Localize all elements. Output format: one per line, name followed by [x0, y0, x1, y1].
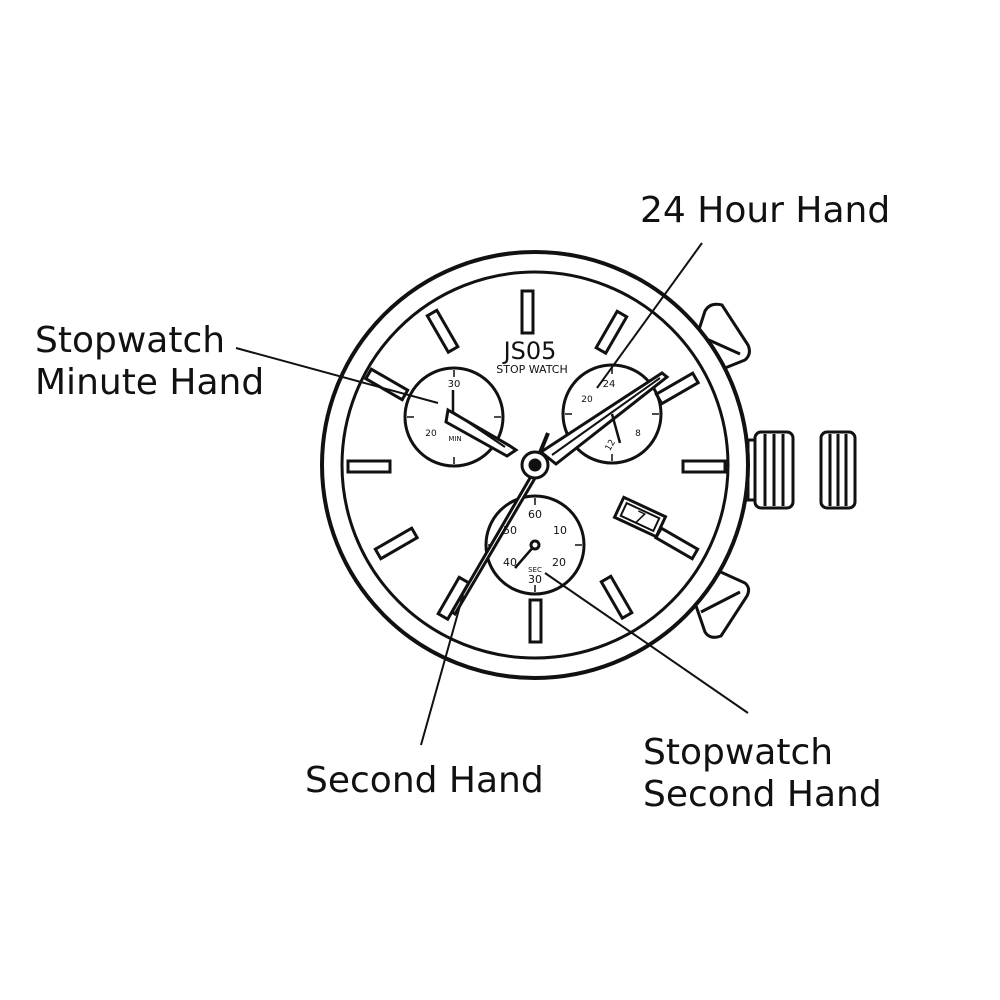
label-stopwatch-second-line1: Stopwatch — [643, 732, 834, 773]
label-24-hour-hand: 24 Hour Hand — [640, 190, 890, 232]
minute-subdial — [403, 366, 505, 468]
label-24-hour-hand-text: 24 Hour Hand — [640, 190, 891, 231]
second-subdial-label-right-top: 10 — [553, 524, 567, 537]
minute-subdial-label-top: 30 — [448, 379, 461, 390]
label-stopwatch-minute-hand: Stopwatch Minute Hand — [35, 320, 264, 404]
minute-subdial-unit: MIN — [448, 435, 461, 443]
hour-subdial — [561, 363, 663, 465]
24-hour-hand — [538, 371, 670, 466]
dial-subtitle: STOP WATCH — [496, 363, 567, 376]
center-pinion — [520, 450, 550, 480]
watch-dial — [340, 270, 730, 660]
date-window — [612, 495, 668, 539]
hour-subdial-label-bottom: 12 — [604, 438, 618, 453]
second-subdial-label-bottom: 30 — [528, 573, 542, 586]
leader-24-hour-hand — [596, 242, 703, 389]
second-subdial — [484, 494, 586, 596]
leader-stopwatch-second-hand — [544, 572, 749, 714]
minute-subdial-label-left: 20 — [425, 429, 437, 439]
label-stopwatch-minute-line1: Stopwatch — [35, 320, 226, 361]
hour-subdial-label-right: 8 — [635, 429, 641, 439]
leader-stopwatch-minute-hand — [235, 347, 439, 404]
second-subdial-label-left-top: 50 — [503, 524, 517, 537]
hour-subdial-label-left: 20 — [581, 395, 593, 405]
subdial-ticks — [407, 367, 659, 592]
leader-second-hand — [420, 594, 464, 746]
label-second-hand-text: Second Hand — [305, 760, 544, 801]
label-stopwatch-second-line2: Second Hand — [643, 774, 882, 815]
label-stopwatch-minute-line2: Minute Hand — [35, 362, 265, 403]
second-subdial-label-right-bottom: 20 — [552, 556, 566, 569]
stopwatch-second-hand — [514, 539, 541, 569]
label-stopwatch-second-hand: Stopwatch Second Hand — [643, 732, 882, 816]
second-subdial-label-top: 60 — [528, 508, 542, 521]
dial-brand: JS05 — [502, 337, 557, 365]
label-second-hand: Second Hand — [305, 760, 544, 802]
hour-subdial-label-top: 24 — [603, 379, 616, 390]
second-subdial-label-left-bottom: 40 — [503, 556, 517, 569]
second-subdial-unit: SEC — [528, 566, 542, 574]
crown — [746, 430, 857, 510]
hour-subdial-hand — [610, 413, 622, 444]
stopwatch-minute-hand — [444, 390, 519, 458]
